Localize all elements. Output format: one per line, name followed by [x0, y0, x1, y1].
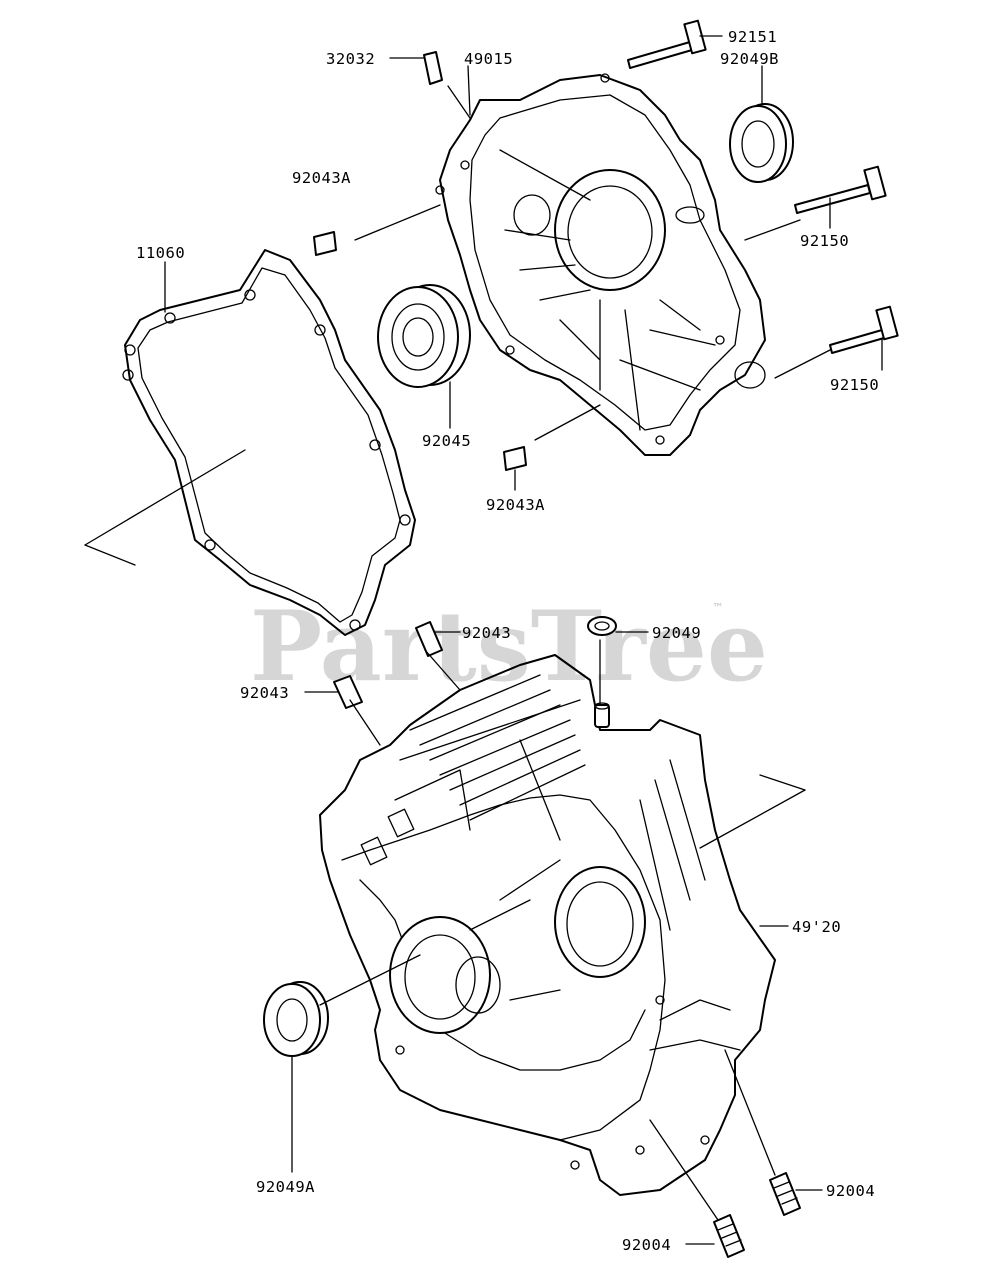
gasket-11060 — [122, 249, 416, 636]
oil-seal-92049 — [587, 616, 617, 636]
drain-plug-92004-b — [713, 1214, 745, 1258]
watermark-trademark: ™ — [712, 601, 724, 615]
watermark: PartsTree — [250, 590, 768, 703]
bolt-92150-lower — [829, 305, 899, 354]
label-92049A: 92049A — [256, 1178, 315, 1196]
oil-seal-92049B — [729, 103, 794, 183]
label-92045: 92045 — [422, 432, 471, 450]
crankcase-49120 — [319, 654, 776, 1196]
label-92004-b: 92004 — [622, 1236, 671, 1254]
bolt-92151 — [627, 19, 707, 69]
dowel-92043A-upper — [313, 231, 337, 256]
label-92043-b: 92043 — [240, 684, 289, 702]
label-92043A-bottom: 92043A — [486, 496, 545, 514]
crankcase-cover-49015 — [435, 73, 766, 456]
drain-plug-92004-a — [769, 1172, 801, 1216]
reference-lines — [84, 85, 831, 1221]
oil-seal-92049A — [263, 981, 329, 1057]
label-92150-a: 92150 — [800, 232, 849, 250]
label-92049: 92049 — [652, 624, 701, 642]
label-92043A-top: 92043A — [292, 169, 351, 187]
callout-labels: 32032 49015 92151 92049B 92043A 92150 11… — [136, 28, 879, 1254]
leader-lines — [164, 35, 883, 1245]
dowel-92043-b — [333, 675, 363, 709]
label-92151: 92151 — [728, 28, 777, 46]
label-92043-a: 92043 — [462, 624, 511, 642]
label-49120: 49'20 — [792, 918, 841, 936]
label-49015: 49015 — [464, 50, 513, 68]
dowel-92043A-lower — [503, 446, 527, 471]
label-92004-a: 92004 — [826, 1182, 875, 1200]
label-32032: 32032 — [326, 50, 375, 68]
label-92150-b: 92150 — [830, 376, 879, 394]
bearing-92045 — [377, 284, 471, 388]
dowel-92043-a — [415, 621, 443, 657]
bolt-92150-upper — [794, 165, 887, 214]
pin-32032 — [423, 51, 443, 85]
label-92049B: 92049B — [720, 50, 779, 68]
label-11060: 11060 — [136, 244, 185, 262]
